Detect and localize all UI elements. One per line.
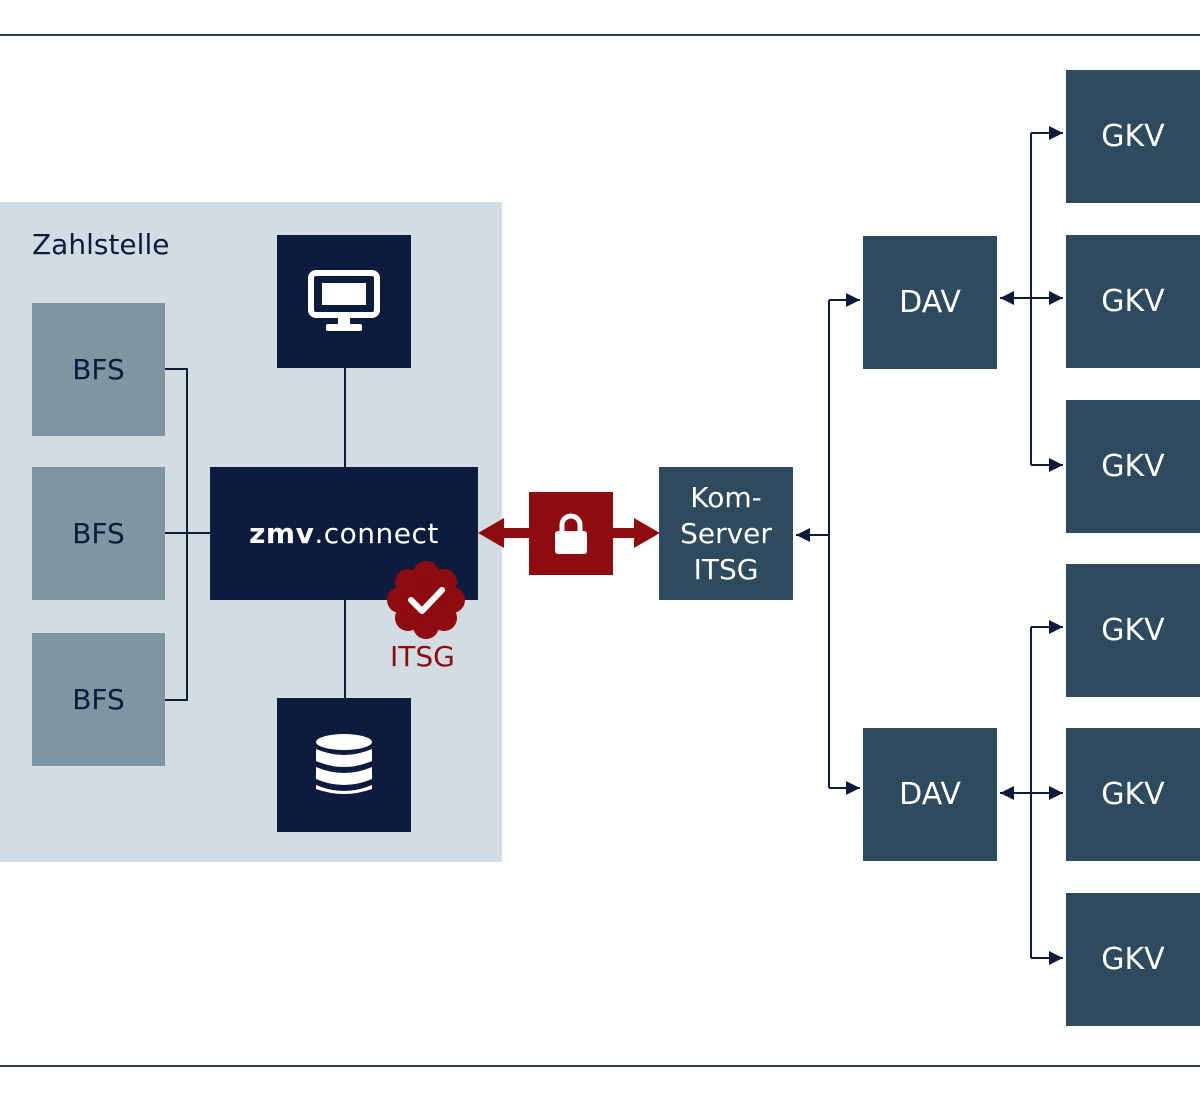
kom-server-box: Kom- Server ITSG (659, 467, 793, 600)
bfs-box: BFS (32, 633, 165, 766)
gkv-box: GKV (1066, 235, 1200, 368)
gkv-box: GKV (1066, 728, 1200, 861)
zmv-brand-bold: zmv (249, 517, 315, 550)
gkv-label: GKV (1101, 449, 1165, 484)
zahlstelle-label: Zahlstelle (32, 228, 170, 261)
dav-box: DAV (863, 728, 997, 861)
bottom-rule (0, 1065, 1200, 1067)
gkv-box: GKV (1066, 893, 1200, 1026)
dav-box: DAV (863, 236, 997, 369)
secure-link-left-head (478, 518, 504, 548)
dav-label: DAV (899, 777, 961, 812)
zmv-product: .connect (314, 517, 439, 550)
gkv-label: GKV (1101, 613, 1165, 648)
secure-link-node (529, 492, 613, 575)
kom-server-line3: ITSG (693, 552, 759, 586)
zmv-brand: zmv.connect (249, 517, 439, 550)
gkv-box: GKV (1066, 564, 1200, 697)
gkv-box: GKV (1066, 70, 1200, 203)
top-rule (0, 34, 1200, 36)
bfs-label: BFS (72, 683, 125, 716)
gkv-label: GKV (1101, 284, 1165, 319)
monitor-icon (308, 269, 380, 331)
check-seal-icon (387, 561, 465, 639)
bfs-box: BFS (32, 303, 165, 436)
database-icon (316, 734, 372, 794)
bfs-bracket-line (165, 368, 188, 701)
gkv-box: GKV (1066, 400, 1200, 533)
secure-link-right-head (634, 518, 660, 548)
dav-label: DAV (899, 285, 961, 320)
kom-server-line2: Server (680, 516, 772, 550)
gkv-label: GKV (1101, 942, 1165, 977)
database-node (277, 698, 411, 832)
bfs-box: BFS (32, 467, 165, 600)
lock-icon (555, 513, 587, 554)
itsg-badge-label: ITSG (390, 640, 455, 673)
monitor-node (277, 235, 411, 368)
gkv-label: GKV (1101, 777, 1165, 812)
bfs-label: BFS (72, 353, 125, 386)
bfs-label: BFS (72, 517, 125, 550)
kom-server-line1: Kom- (690, 480, 762, 514)
gkv-label: GKV (1101, 119, 1165, 154)
